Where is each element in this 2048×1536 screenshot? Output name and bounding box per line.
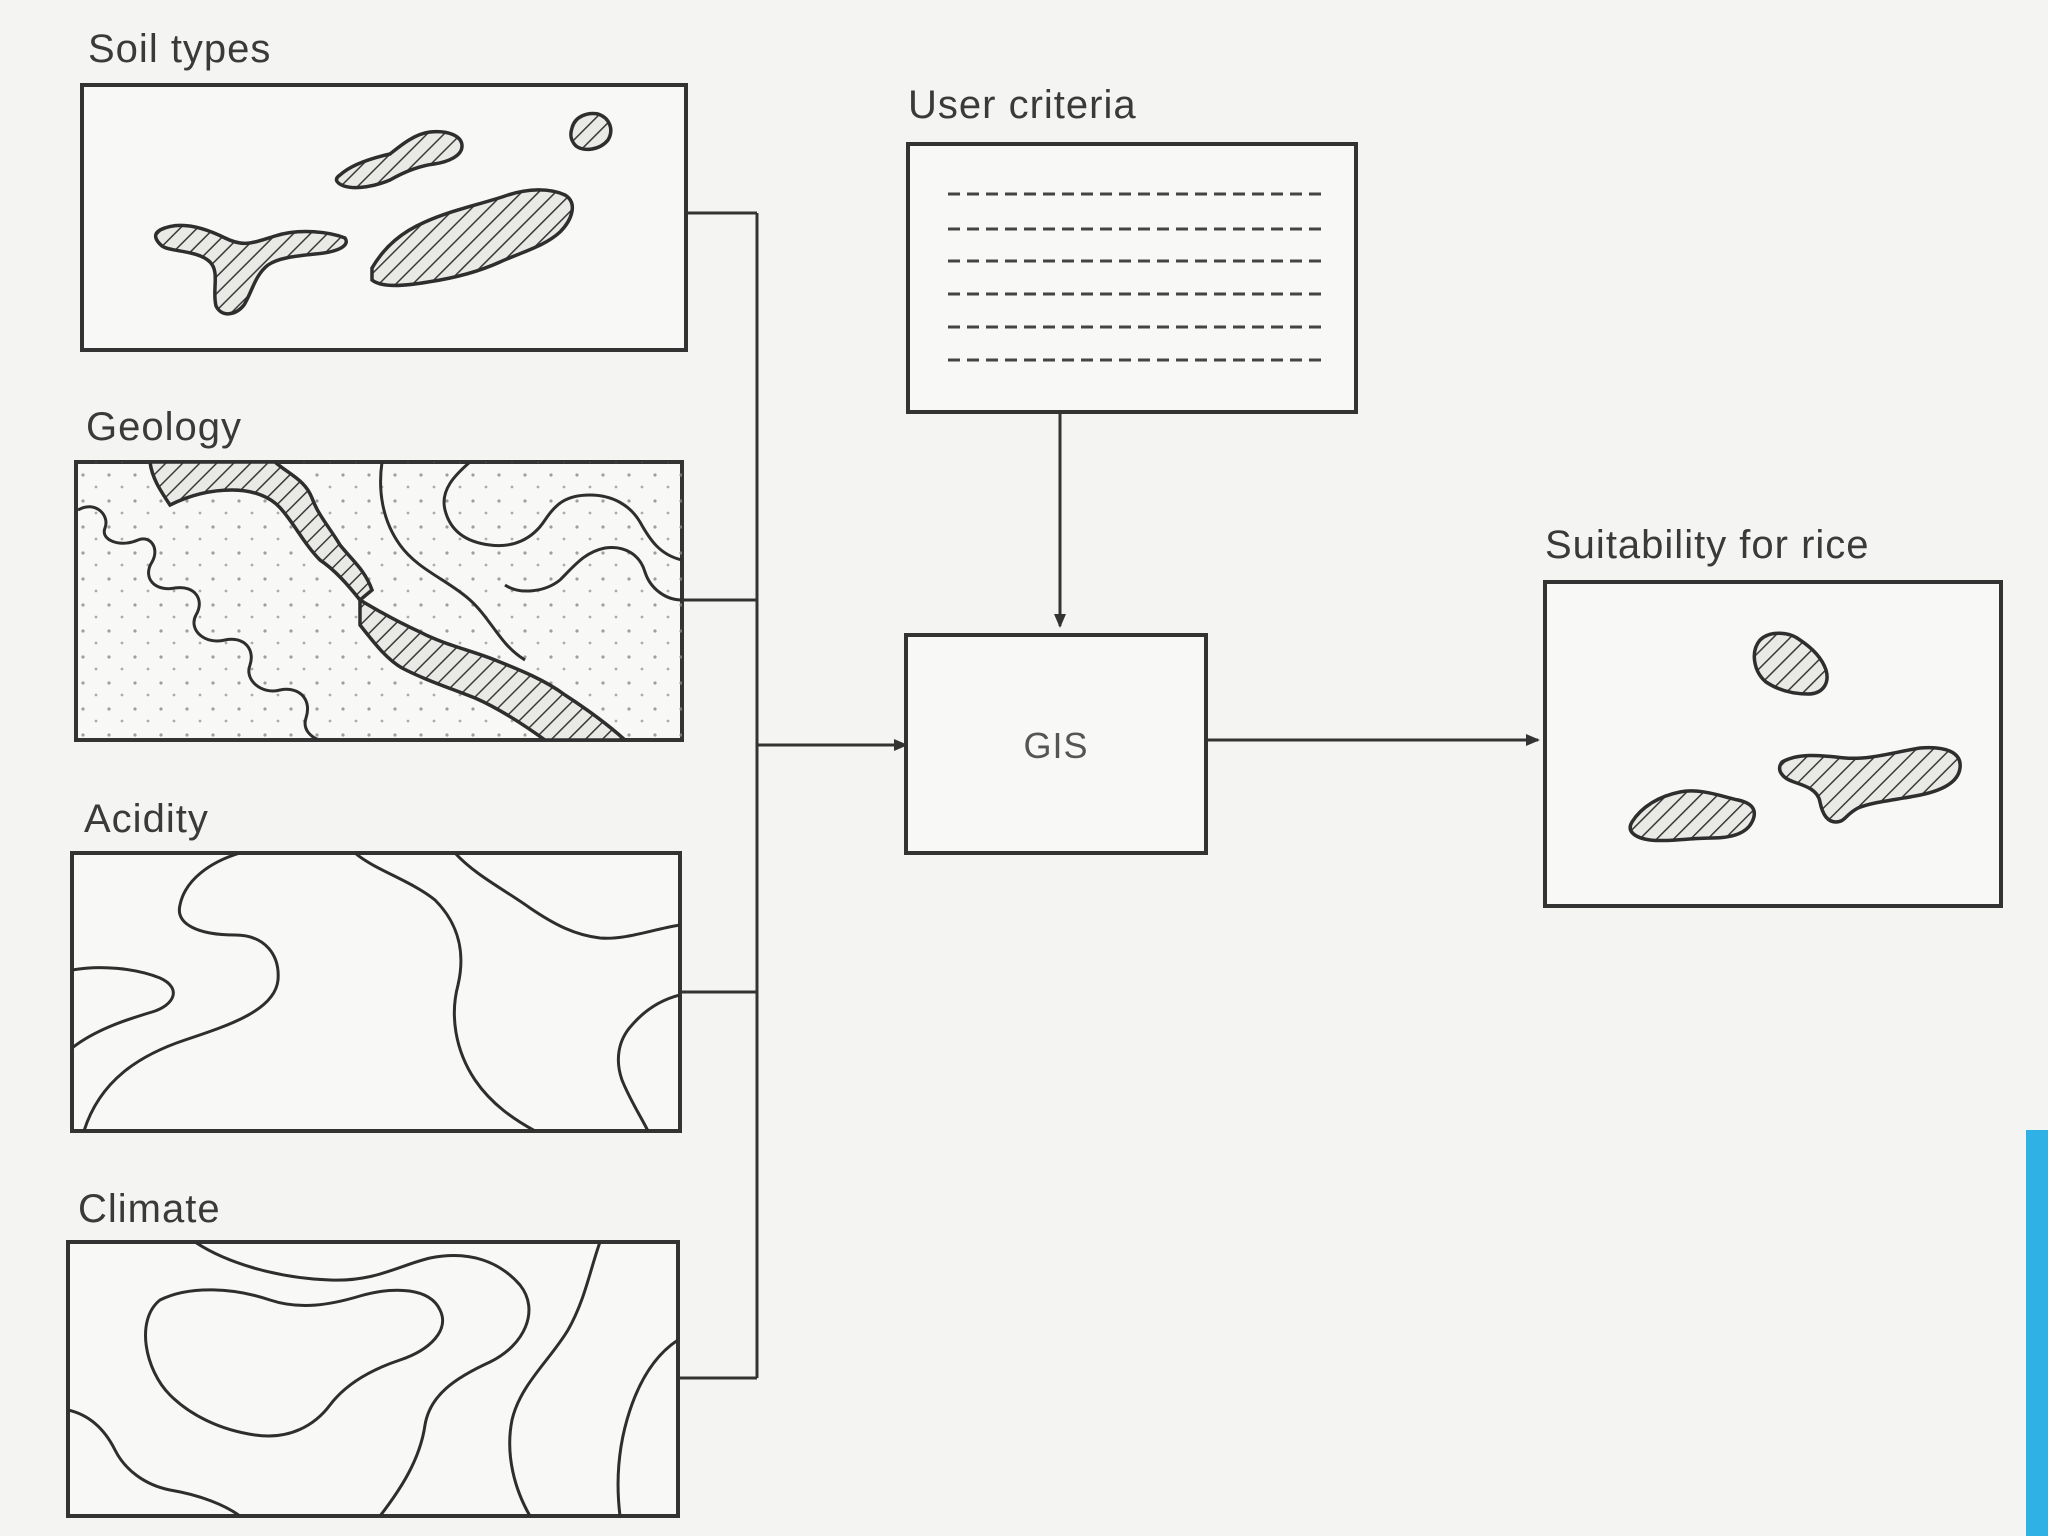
geology-boundary-inner [504,545,682,602]
soil-zone-y-shape [153,223,348,316]
geology-boundary-right [442,462,682,562]
climate-contour-right-2 [616,1338,678,1516]
gis-label: GIS [1023,725,1088,766]
climate-contour-outer [194,1242,531,1516]
climate-contour-inner-loop [144,1288,445,1438]
climate-map: Climate [66,1187,680,1518]
gis-box [904,633,1208,855]
suitable-zone-right [1777,745,1962,824]
acidity-contour-2 [82,853,280,1131]
user-criteria-label: User criteria [908,83,1137,127]
soil-zone-large [370,188,575,288]
suitable-zone-left [1628,789,1757,843]
climate-contour-right-1 [508,1242,602,1516]
suitability-label: Suitability for rice [1545,523,1870,567]
accent-bar [2026,1130,2048,1536]
soil-zone-small [569,111,613,152]
climate-contour-lower [68,1408,241,1516]
geology-boundary-river [77,505,321,740]
input-connectors [678,211,908,1380]
user-criteria-panel: User criteria [906,83,1358,628]
acidity-contour-5 [616,993,680,1131]
geology-band-upper [148,462,375,603]
acidity-frame [70,851,682,1133]
climate-label: Climate [78,1187,221,1231]
acidity-map: Acidity [70,797,682,1133]
suitability-map: Suitability for rice [1543,523,2003,908]
geology-label: Geology [86,405,242,449]
soil-types-label: Soil types [88,27,271,71]
geology-boundary-middle [379,462,526,662]
suitable-zone-top [1752,631,1829,696]
geology-map: Geology [74,405,684,742]
climate-frame [66,1240,680,1518]
geology-band-lower [358,596,628,740]
acidity-label: Acidity [84,797,209,841]
acidity-contour-4 [453,853,680,940]
acidity-contour-3 [354,853,536,1131]
soil-types-map: Soil types [80,27,688,352]
soil-zone-elongated [334,129,464,190]
gis-processor: GIS [904,633,1208,855]
acidity-contour-1 [72,966,175,1050]
suitability-frame [1543,580,2003,908]
user-criteria-frame [906,142,1358,414]
